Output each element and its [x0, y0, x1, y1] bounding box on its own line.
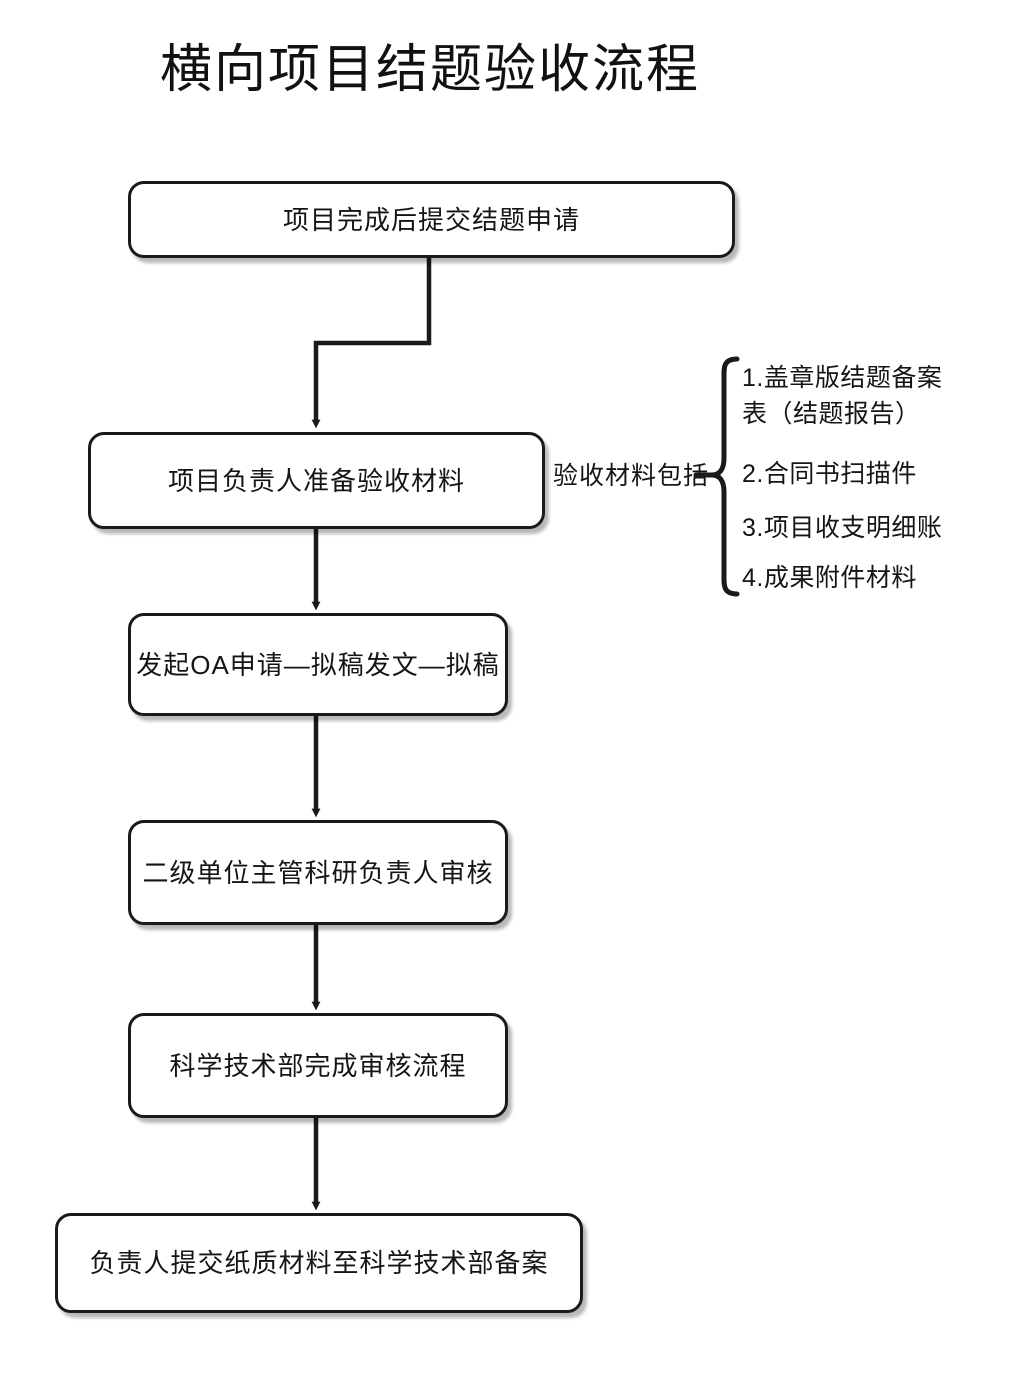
process-node-submit-paper-materials[interactable]: 负责人提交纸质材料至科学技术部备案 — [55, 1213, 583, 1313]
page-title: 横向项目结题验收流程 — [159, 41, 700, 99]
process-node-submit-application[interactable]: 项目完成后提交结题申请 — [128, 181, 735, 258]
process-node-unit-review[interactable]: 二级单位主管科研负责人审核 — [128, 820, 508, 925]
process-node-oa-application[interactable]: 发起OA申请—拟稿发文—拟稿 — [128, 613, 508, 716]
side-note-item: 4.成果附件材料 — [742, 564, 917, 592]
process-node-label: 项目完成后提交结题申请 — [282, 204, 580, 235]
side-note-item: 1.盖章版结题备案 表（结题报告） — [742, 364, 943, 428]
process-node-label: 科学技术部完成审核流程 — [169, 1050, 467, 1081]
connector-node1-node2 — [311, 258, 432, 429]
process-node-prepare-materials[interactable]: 项目负责人准备验收材料 — [88, 432, 545, 529]
side-note-item: 3.项目收支明细账 — [742, 514, 943, 542]
process-node-department-review[interactable]: 科学技术部完成审核流程 — [128, 1013, 508, 1118]
process-node-label: 项目负责人准备验收材料 — [167, 465, 465, 496]
side-note-item: 2.合同书扫描件 — [742, 460, 917, 488]
process-node-label: 负责人提交纸质材料至科学技术部备案 — [89, 1248, 549, 1278]
process-node-label: 二级单位主管科研负责人审核 — [142, 857, 494, 888]
process-node-label: 发起OA申请—拟稿发文—拟稿 — [136, 649, 500, 680]
side-note-label: 验收材料包括 — [553, 462, 710, 490]
